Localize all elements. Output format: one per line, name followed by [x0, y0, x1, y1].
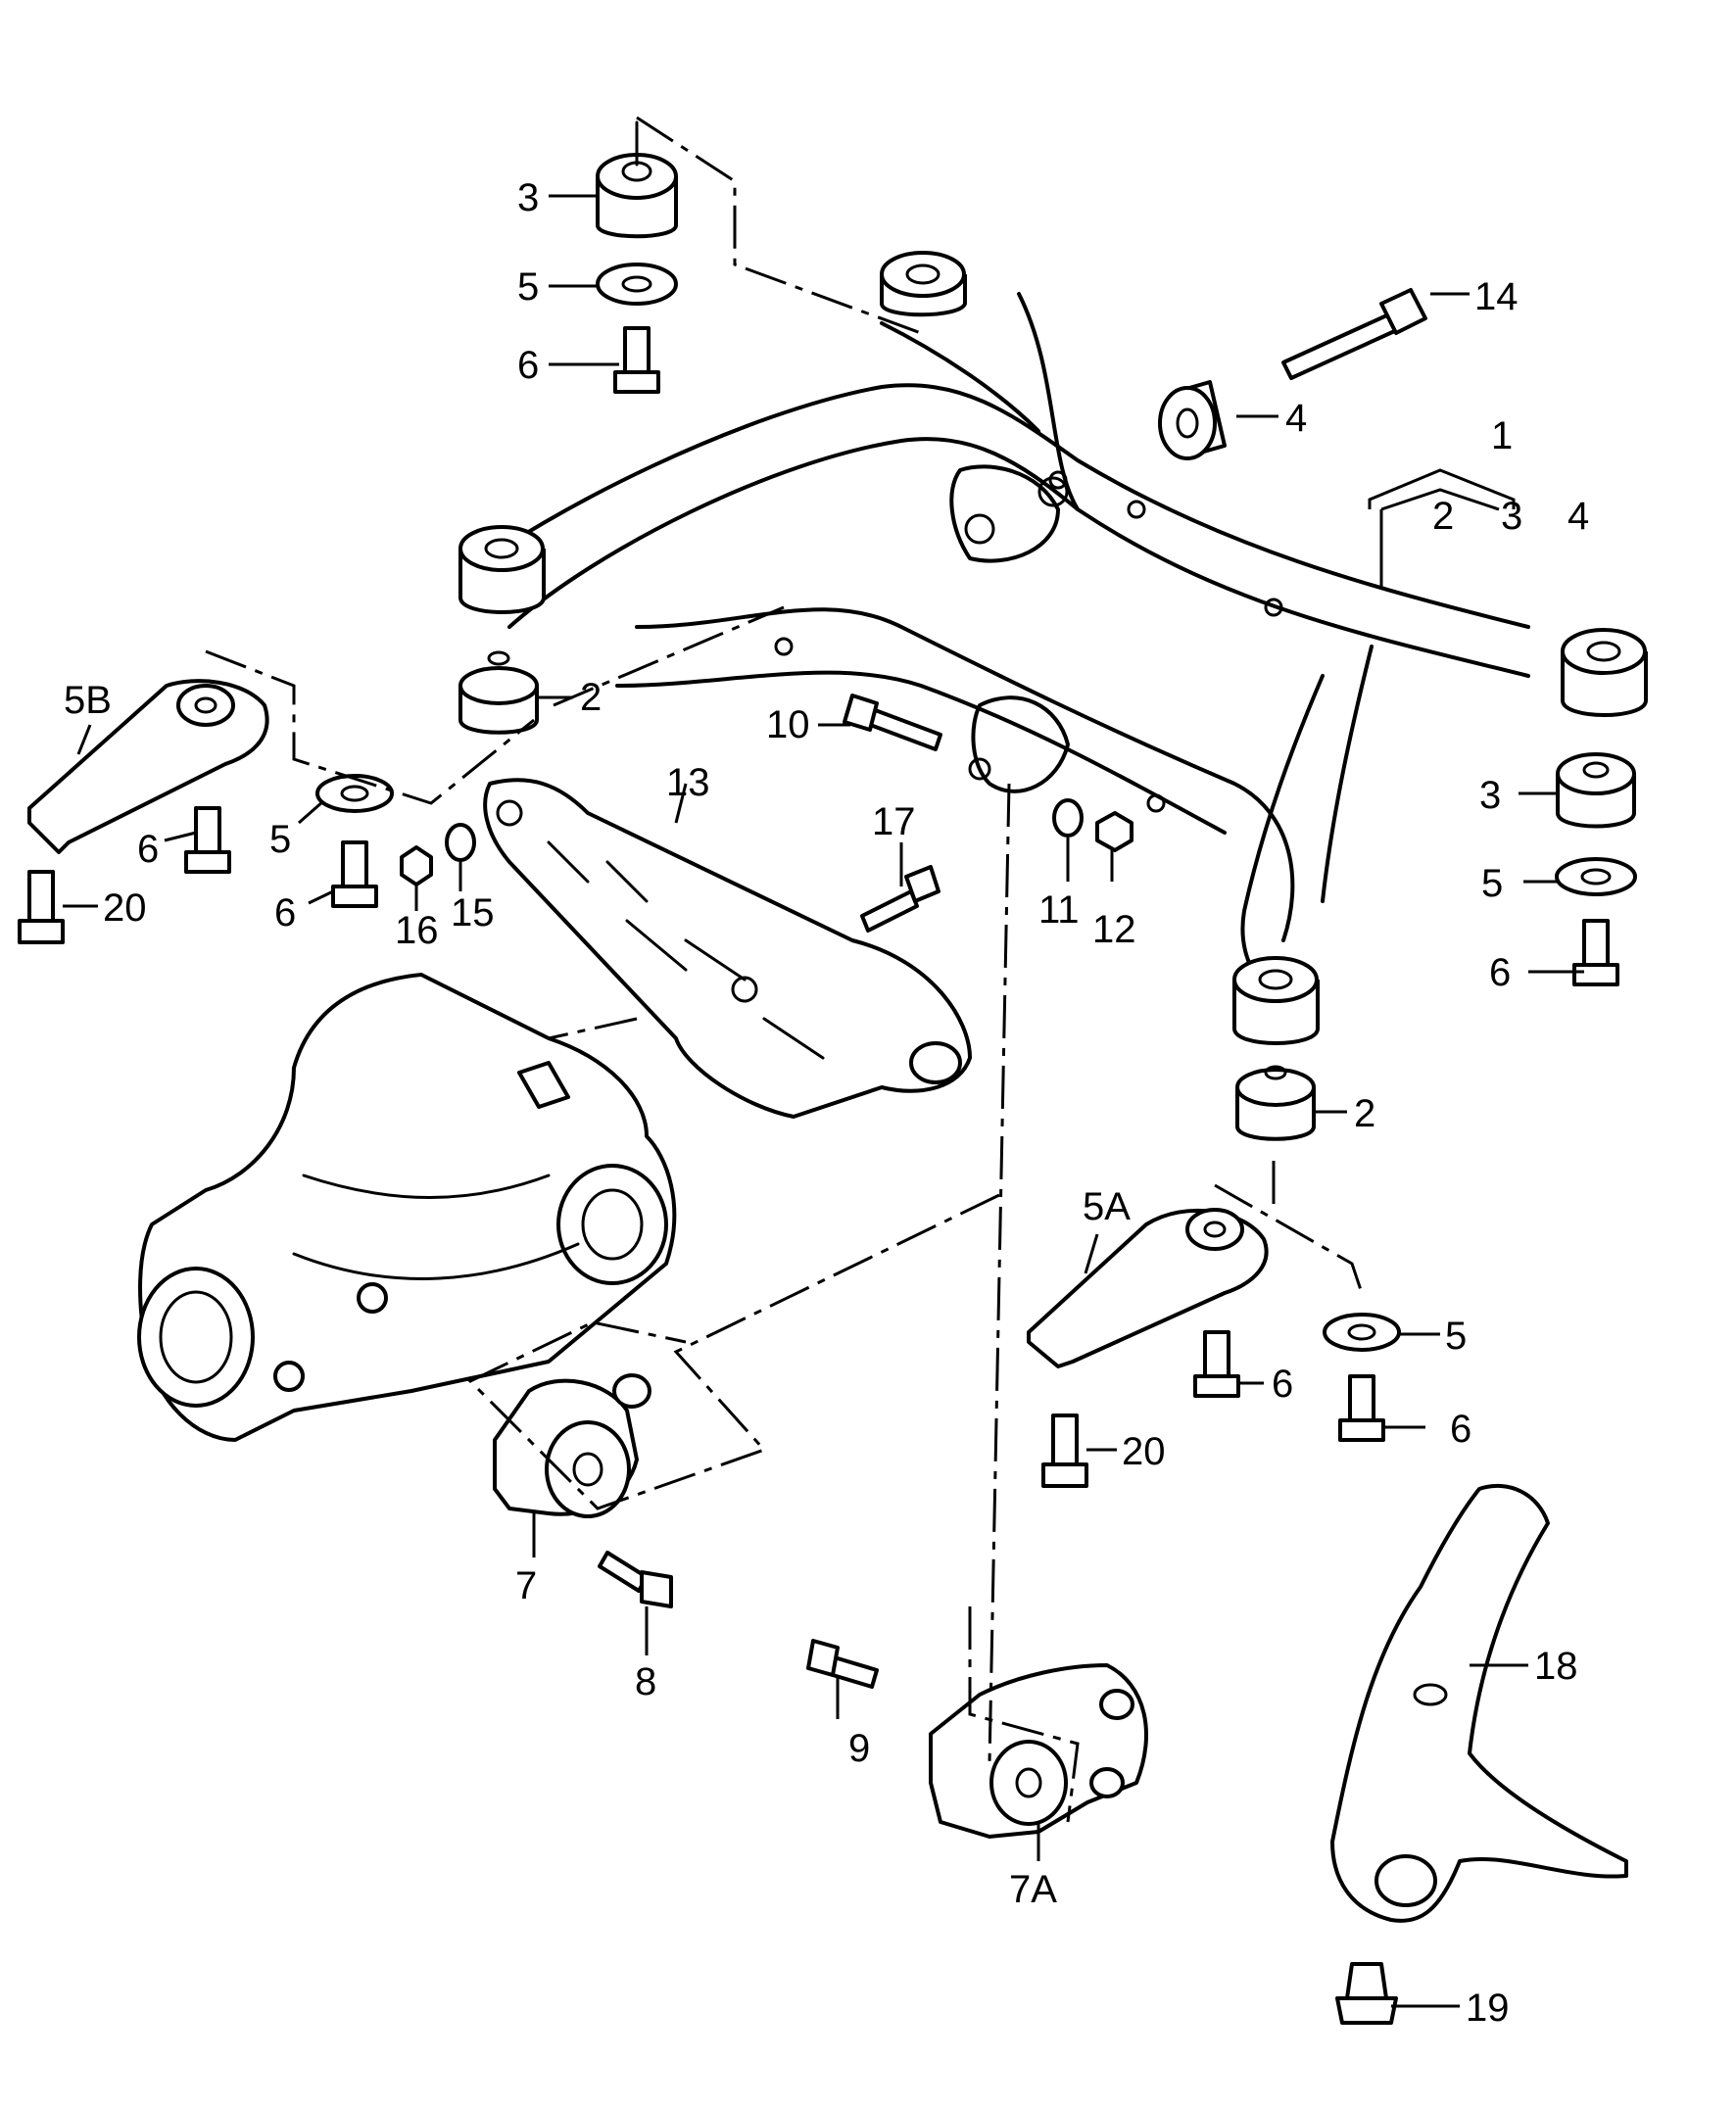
leader-lines [63, 194, 1584, 2008]
frame-bush-right [1561, 628, 1648, 717]
differential [137, 973, 677, 1442]
washer-5-right [1555, 857, 1637, 896]
bolt-20-left [18, 870, 65, 944]
bolt-6-low-b [1338, 1374, 1385, 1442]
callout-15: 15 [451, 891, 495, 934]
callout-5-low: 5 [1445, 1315, 1467, 1358]
bush-3-top [596, 120, 678, 239]
bolt-10 [843, 694, 942, 751]
callout-8: 8 [635, 1660, 656, 1703]
callout-10: 10 [766, 703, 810, 746]
callout-6-low-b: 6 [1450, 1408, 1471, 1451]
bush-3-right [1556, 752, 1636, 829]
callout-labels: 1 2 3 4 3 5 6 14 4 2 10 13 17 11 12 3 5 … [64, 176, 1589, 2030]
washer-5-top [596, 263, 678, 306]
callout-group-3: 3 [1501, 495, 1522, 538]
callout-group-2: 2 [1432, 495, 1454, 538]
frame-bush-top [880, 251, 967, 317]
bolt-14 [1281, 288, 1427, 380]
callout-16: 16 [395, 909, 439, 952]
callout-17: 17 [872, 800, 916, 843]
mount-7A [929, 1663, 1148, 1839]
bolt-8 [598, 1551, 673, 1608]
callout-13: 13 [666, 761, 710, 804]
bolt-6-top [613, 326, 660, 394]
bracket-5B [27, 679, 269, 854]
frame-bush-bottom [1232, 956, 1320, 1045]
shield-18 [1330, 1483, 1628, 1923]
callout-4: 4 [1285, 397, 1307, 440]
callout-5-top: 5 [517, 265, 539, 309]
callout-7: 7 [515, 1564, 537, 1607]
bolt-6-5b [184, 806, 231, 874]
bolt-20-right [1041, 1413, 1088, 1488]
callout-5-right: 5 [1481, 862, 1503, 905]
callout-3-top: 3 [517, 176, 539, 219]
bolt-17 [860, 865, 940, 933]
callout-9: 9 [848, 1727, 870, 1770]
washer-5-low [1323, 1313, 1401, 1352]
callout-7A: 7A [1009, 1868, 1057, 1911]
callout-group-4: 4 [1567, 495, 1589, 538]
callout-5B: 5B [64, 679, 112, 722]
bush-2-right [1235, 1065, 1316, 1141]
callout-6-right: 6 [1489, 951, 1511, 994]
callout-1: 1 [1491, 414, 1513, 457]
callout-6-top: 6 [517, 344, 539, 387]
nut-16 [400, 845, 433, 886]
callout-20-left: 20 [103, 886, 147, 930]
callout-20-right: 20 [1122, 1430, 1166, 1473]
washer-11 [1052, 798, 1084, 838]
frame-bush-left [458, 525, 546, 614]
callout-14: 14 [1474, 275, 1519, 318]
callout-12: 12 [1092, 908, 1136, 951]
callout-6-5b: 6 [137, 828, 159, 871]
bolt-6-right [1572, 919, 1619, 986]
callout-19: 19 [1466, 1987, 1510, 2030]
bush-4 [1158, 380, 1227, 460]
bracket-5A [1027, 1208, 1269, 1368]
bolt-6-low-a [1193, 1330, 1240, 1398]
callout-6-low-a: 6 [1272, 1363, 1293, 1406]
callout-2-left: 2 [580, 676, 602, 719]
callout-18: 18 [1534, 1645, 1578, 1688]
callout-3-right: 3 [1479, 774, 1501, 817]
carrier-13 [483, 778, 972, 1119]
subframe [458, 292, 1530, 1003]
callout-2-right: 2 [1354, 1092, 1375, 1135]
nut-12 [1095, 811, 1133, 852]
assembly-lines [205, 116, 1364, 1823]
callout-11: 11 [1038, 888, 1080, 932]
mount-7 [493, 1373, 651, 1518]
bolt-6-mid [331, 840, 378, 908]
clip-19 [1335, 1962, 1398, 2025]
bush-2-left [458, 650, 539, 735]
washer-5-mid [315, 774, 394, 813]
callout-6-mid: 6 [274, 891, 296, 934]
washer-15 [445, 823, 476, 862]
bolt-9 [806, 1639, 879, 1689]
callout-5A: 5A [1083, 1185, 1131, 1228]
callout-5-mid: 5 [269, 818, 291, 861]
